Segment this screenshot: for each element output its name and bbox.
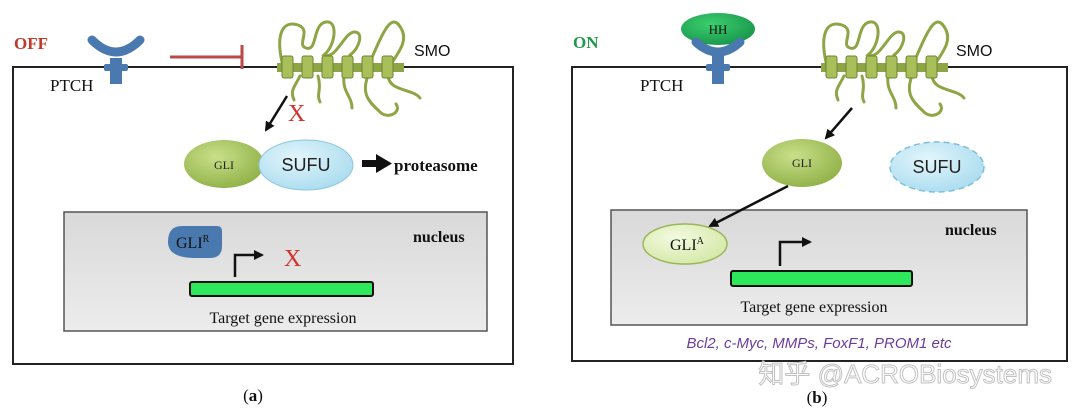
inhibition-symbol [170, 45, 244, 69]
nucleus-a [63, 211, 488, 332]
panel-b: ON HH PTCH SMO GLI SUFU [571, 13, 1068, 407]
cell-membrane-b [571, 66, 1068, 362]
smo-receptor-b [821, 20, 966, 117]
gli-repressor-label: GLIR [176, 234, 210, 252]
target-gene-a [189, 281, 374, 297]
gli-to-nucleus-arrow [708, 184, 789, 228]
gli-activator-label: GLIA [670, 236, 705, 254]
smo-to-gli-arrow-a [264, 95, 289, 132]
blocked-mark-smo: X [288, 101, 305, 127]
ptch-receptor-a [87, 35, 145, 84]
degradation-arrow [362, 154, 392, 173]
gli-activator [642, 223, 728, 265]
panel-a: OFF PTCH SMO X GLI [12, 20, 514, 405]
ptch-receptor-b [691, 37, 745, 84]
gli-repressor [168, 226, 222, 258]
gli-protein-a [184, 140, 264, 188]
target-gene-b [730, 270, 913, 287]
ptch-label-b: PTCH [640, 76, 683, 95]
blocked-mark-expression: X [284, 246, 301, 272]
smo-label-a: SMO [414, 43, 450, 60]
cell-membrane-a [12, 66, 514, 365]
nucleus-label-b: nucleus [945, 222, 997, 239]
caption-a: (a) [243, 386, 263, 405]
gli-label-a: GLI [214, 158, 234, 172]
sufu-protein-b [889, 141, 985, 193]
ptch-label-a: PTCH [50, 76, 93, 95]
nucleus-label-a: nucleus [413, 229, 465, 246]
caption-b: (b) [807, 388, 828, 407]
promoter-arrow-b [778, 237, 812, 266]
target-gene-label-b: Target gene expression [741, 299, 888, 316]
target-gene-label-a: Target gene expression [210, 310, 357, 327]
smo-to-gli-arrow-b [824, 107, 853, 140]
hh-label: HH [709, 22, 728, 37]
sufu-label-b: SUFU [913, 157, 962, 177]
smo-receptor-a [277, 20, 422, 117]
proteasome-label: proteasome [394, 156, 478, 175]
target-gene-list: Bcl2, c-Myc, MMPs, FoxF1, PROM1 etc [686, 335, 952, 352]
state-label-on: ON [573, 33, 599, 52]
watermark: 知乎 @ACROBiosystems [758, 359, 1052, 389]
gli-label-b: GLI [792, 156, 812, 170]
state-label-off: OFF [14, 34, 48, 53]
sufu-label-a: SUFU [282, 155, 331, 175]
gli-protein-b [762, 139, 842, 187]
promoter-arrow-a [233, 250, 264, 277]
hh-ligand [681, 13, 755, 45]
smo-label-b: SMO [956, 43, 992, 60]
sufu-protein-a [258, 139, 354, 191]
